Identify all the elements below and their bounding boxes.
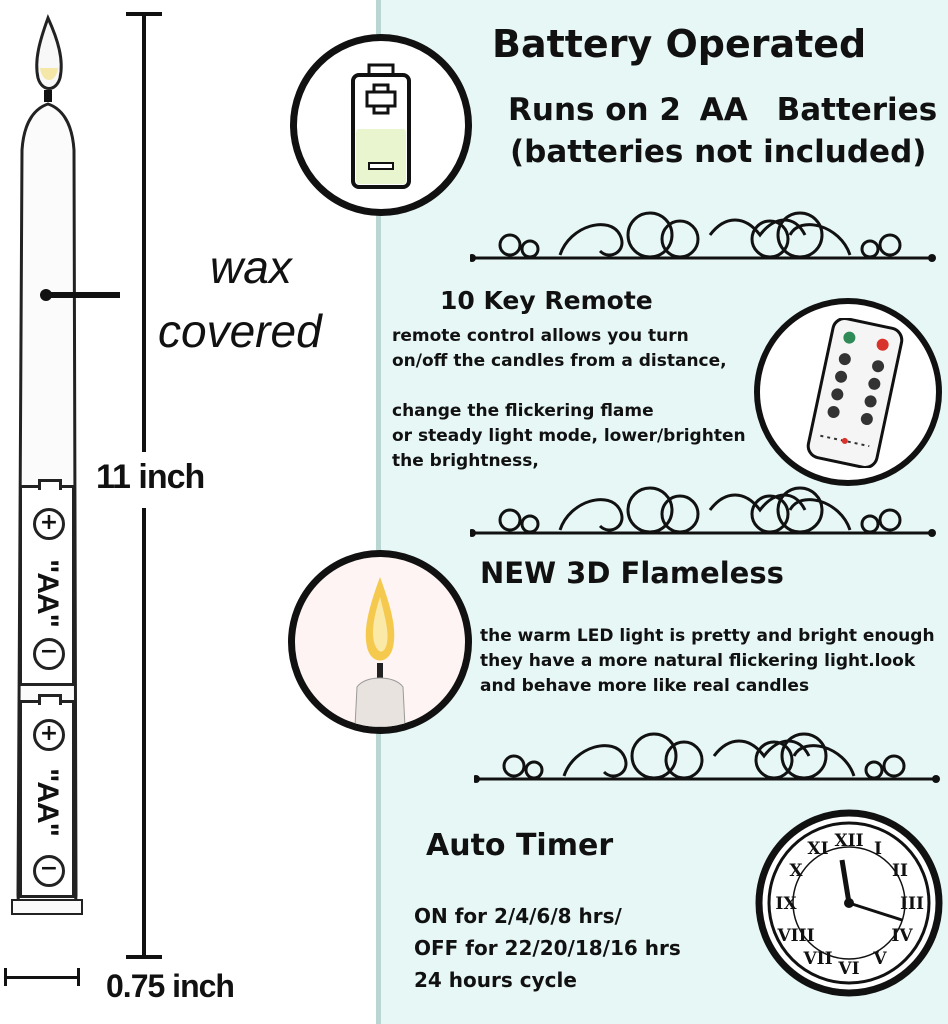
clock-icon: XII I II III IV V VI VII VIII IX X XI (755, 809, 943, 997)
battery-line1-a: Runs on 2 (508, 92, 681, 128)
remote-line: on/off the candles from a distance, (392, 351, 727, 371)
dimension-line-upper (142, 12, 146, 452)
panel-divider (376, 0, 381, 1024)
plus-icon: + (33, 508, 65, 540)
remote-line-spacer (392, 374, 792, 399)
flourish-divider-1 (470, 211, 936, 262)
wax-label-line1: wax (210, 241, 292, 293)
wax-label-line2: covered (158, 305, 322, 357)
dimension-line-lower (142, 508, 146, 958)
svg-text:V: V (872, 949, 887, 969)
svg-text:XII: XII (834, 831, 863, 851)
battery-label: "AA" (31, 768, 64, 836)
width-dimension-cap (4, 968, 7, 986)
svg-text:X: X (789, 861, 803, 881)
dimension-cap-bottom (126, 955, 162, 959)
battery-line1: Runs on 2 AA Batteries (508, 92, 937, 128)
timer-line: 24 hours cycle (414, 968, 577, 992)
flame-icon-badge (288, 550, 472, 734)
remote-line: remote control allows you turn (392, 326, 689, 346)
remote-line: the brightness, (392, 451, 539, 471)
svg-text:II: II (892, 861, 908, 881)
flourish-divider-3 (474, 732, 940, 783)
flameless-line: they have a more natural flickering ligh… (480, 651, 916, 671)
timer-title: Auto Timer (426, 828, 614, 863)
remote-line: or steady light mode, lower/brighten (392, 426, 746, 446)
flameless-description: the warm LED light is pretty and bright … (480, 624, 948, 699)
battery-line2: (batteries not included) (510, 134, 927, 170)
remote-description: remote control allows you turn on/off th… (392, 324, 792, 474)
remote-icon-badge (754, 298, 942, 486)
battery-icon (351, 63, 411, 189)
timer-description: ON for 2/4/6/8 hrs/ OFF for 22/20/18/16 … (414, 900, 681, 996)
width-dimension-line (4, 976, 80, 979)
battery-icon-badge (290, 34, 472, 216)
width-label: 0.75 inch (106, 968, 235, 1004)
remote-control-icon (806, 318, 904, 468)
plus-icon: + (33, 719, 65, 751)
battery-terminal (38, 479, 62, 490)
svg-text:III: III (900, 894, 924, 914)
timer-line: ON for 2/4/6/8 hrs/ (414, 904, 622, 928)
battery-aa-top: + "AA" − (19, 479, 75, 686)
height-label: 11 inch (96, 458, 205, 496)
svg-text:VII: VII (802, 949, 832, 969)
flameless-title: NEW 3D Flameless (480, 556, 784, 590)
svg-text:IX: IX (775, 894, 797, 914)
svg-text:XI: XI (807, 839, 828, 859)
battery-aa-bottom: + "AA" − (19, 694, 75, 898)
width-dimension-cap (77, 968, 80, 986)
svg-text:VI: VI (837, 959, 859, 979)
flameless-line: the warm LED light is pretty and bright … (480, 626, 935, 646)
minus-icon: − (33, 855, 65, 887)
remote-title: 10 Key Remote (440, 286, 653, 315)
timer-line: OFF for 22/20/18/16 hrs (414, 936, 681, 960)
minus-icon: − (33, 638, 65, 670)
battery-line1-c: Batteries (776, 92, 938, 128)
remote-line: change the flickering flame (392, 401, 654, 421)
flourish-divider-2 (470, 486, 936, 537)
svg-text:VIII: VIII (776, 926, 814, 946)
flameless-line: and behave more like real candles (480, 676, 810, 696)
svg-text:IV: IV (891, 926, 913, 946)
flame-icon (354, 577, 406, 727)
battery-title: Battery Operated (492, 22, 867, 66)
svg-text:I: I (874, 839, 882, 859)
battery-terminal (38, 694, 62, 705)
battery-line1-b: AA (699, 92, 748, 128)
